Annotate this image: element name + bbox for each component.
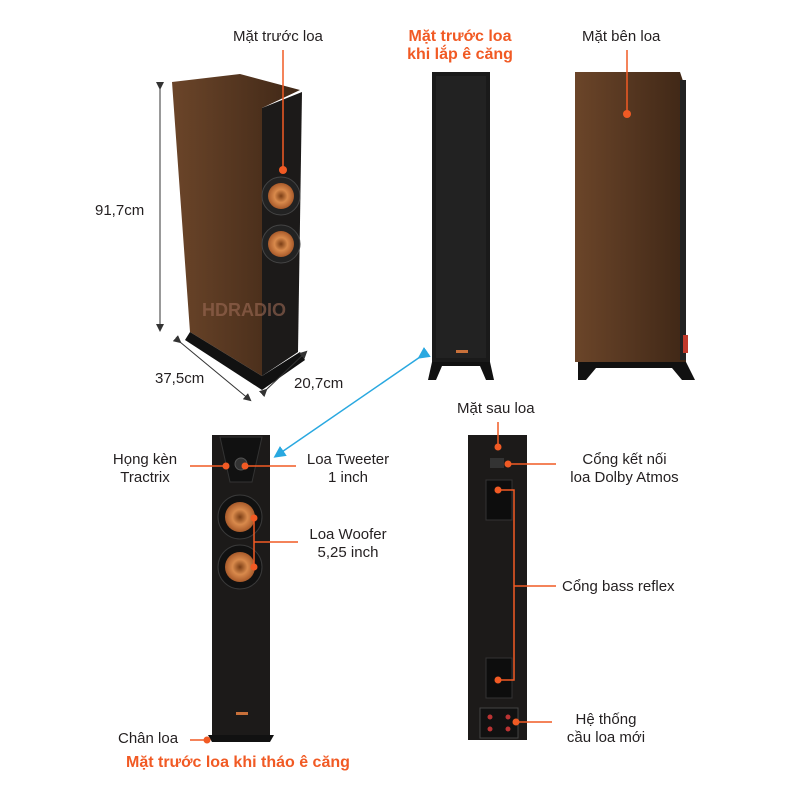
side-view-title: Mặt bên loa — [582, 28, 661, 45]
speaker-side-view — [575, 72, 695, 380]
grille-title-line-1: Mặt trước loa — [408, 28, 512, 45]
side-marker-dot — [623, 110, 631, 118]
bass-reflex-label: Cổng bass reflex — [562, 578, 675, 595]
woofer-label-line-2: 5,25 inch — [317, 544, 379, 561]
front-marker-dot — [279, 166, 287, 174]
terminal-label: Hệ thống cầu loa mới — [556, 711, 656, 747]
height-label: 91,7cm — [95, 202, 145, 219]
speaker-front-bare — [208, 435, 274, 742]
terminal-label-line-2: cầu loa mới — [566, 729, 646, 746]
terminal-label-line-1: Hệ thống — [575, 711, 637, 728]
front-view-title: Mặt trước loa — [233, 28, 323, 45]
grille-removal-arrow — [273, 346, 431, 458]
woofer-cone-1 — [268, 183, 294, 209]
bare-front-title: Mặt trước loa khi tháo ê căng — [126, 754, 350, 771]
tweeter-label-line-1: Loa Tweeter — [306, 451, 390, 468]
horn-label-line-1: Họng kèn — [112, 451, 178, 468]
dolby-port-label: Cổng kết nối loa Dolby Atmos — [557, 451, 692, 487]
tweeter-label: Loa Tweeter 1 inch — [298, 451, 398, 487]
dolby-port — [490, 458, 504, 468]
depth-dimension-line — [172, 335, 252, 402]
woofer-cone-2 — [268, 231, 294, 257]
rear-view-title: Mặt sau loa — [457, 400, 535, 417]
grille-title-line-2: khi lắp ê căng — [407, 46, 513, 63]
woofer-label-line-1: Loa Woofer — [309, 526, 387, 543]
terminal-plate — [479, 707, 519, 739]
woofer-label: Loa Woofer 5,25 inch — [298, 526, 398, 562]
foot-label: Chân loa — [118, 730, 179, 747]
depth-label: 37,5cm — [155, 370, 205, 387]
width-label: 20,7cm — [294, 375, 344, 392]
woofer-cone-1 — [225, 502, 255, 532]
watermark-logo: HDRADIO — [202, 300, 286, 320]
speaker-front-grille — [428, 72, 494, 380]
grille-view-title: Mặt trước loa khi lắp ê căng — [390, 28, 530, 64]
horn-label-line-2: Tractrix — [120, 469, 170, 486]
speaker-angled-view: HDRADIO — [172, 74, 305, 390]
dolby-label-line-1: Cổng kết nối — [582, 451, 667, 468]
speaker-rear-view — [468, 435, 527, 740]
dolby-label-line-2: loa Dolby Atmos — [570, 469, 679, 486]
woofer-cone-2 — [225, 552, 255, 582]
horn-label: Họng kèn Tractrix — [105, 451, 185, 487]
tweeter-label-line-2: 1 inch — [327, 469, 369, 486]
